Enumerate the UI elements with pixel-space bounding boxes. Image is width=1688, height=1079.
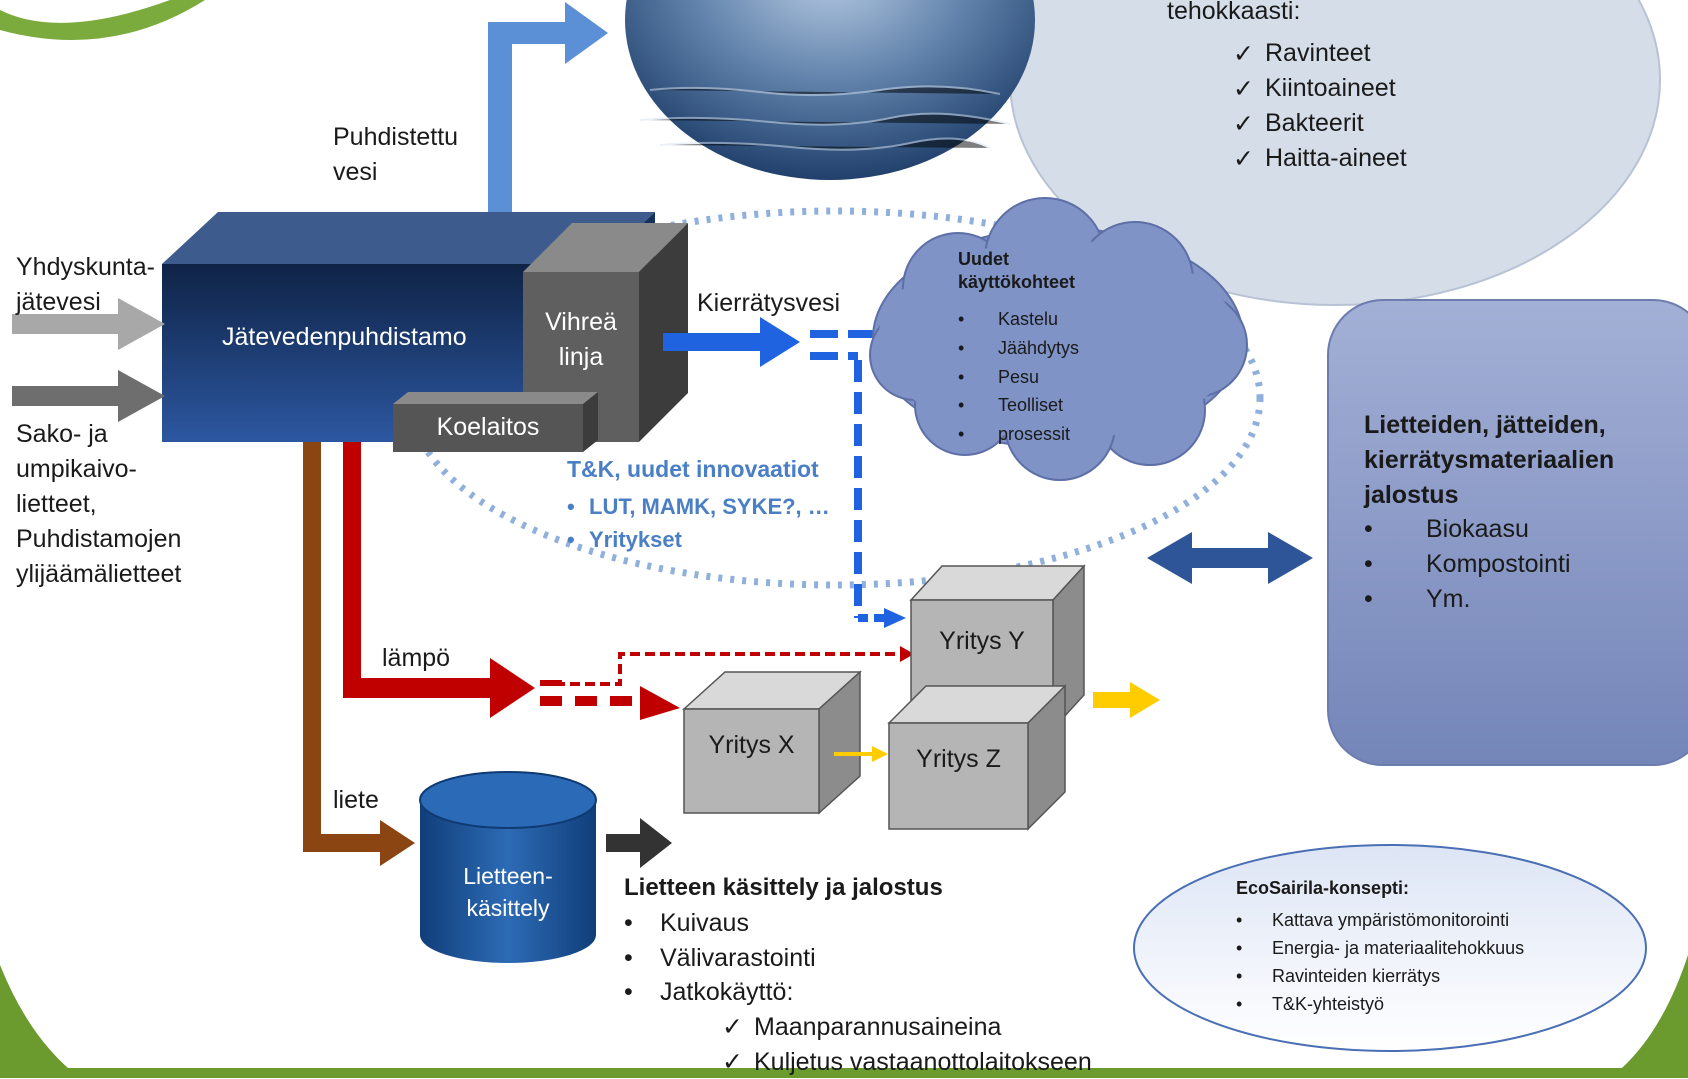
company-z-label: Yritys Z bbox=[889, 742, 1028, 777]
septic-sludge-label: Sako- ja umpikaivo- lietteet, Puhdistamo… bbox=[16, 417, 181, 592]
rnd-item: •LUT, MAMK, SYKE?, … bbox=[567, 490, 830, 523]
heat-arrow bbox=[343, 442, 535, 718]
refining-list: •Biokaasu •Kompostointi •Ym. bbox=[1364, 512, 1571, 617]
new-uses-item: Kastelu bbox=[958, 305, 1079, 334]
new-uses-list: Kastelu Jäähdytys Pesu Teolliset prosess… bbox=[958, 305, 1079, 449]
sludge-tank-label: Lietteen- käsittely bbox=[420, 860, 596, 924]
sludge-tank-top bbox=[420, 772, 596, 828]
green-frame-bottom-left bbox=[0, 965, 80, 1078]
top-info-item: Ravinteet bbox=[1233, 36, 1407, 71]
ecosairila-item: •Kattava ympäristömonitorointi bbox=[1236, 907, 1524, 935]
top-info-heading: tehokkaasti: bbox=[1167, 0, 1300, 29]
new-uses-item: Pesu bbox=[958, 363, 1079, 392]
municipal-wastewater-label: Yhdyskunta- jätevesi bbox=[16, 250, 155, 320]
ecosairila-item: •T&K-yhteistyö bbox=[1236, 991, 1524, 1019]
septic-arrow bbox=[12, 370, 165, 422]
rnd-item: •Yritykset bbox=[567, 523, 830, 556]
new-uses-title: Uudet käyttökohteet bbox=[958, 248, 1075, 295]
double-arrow bbox=[1147, 532, 1313, 584]
new-uses-item-cont: prosessit bbox=[958, 420, 1079, 449]
new-uses-item: Teolliset bbox=[958, 391, 1079, 420]
sludge-processing-subitem: Kuljetus vastaanottolaitokseen bbox=[722, 1045, 1092, 1079]
sludge-processing-title: Lietteen käsittely ja jalostus bbox=[624, 874, 943, 902]
top-info-list: Ravinteet Kiintoaineet Bakteerit Haitta-… bbox=[1233, 36, 1407, 176]
recycled-water-dashed-head bbox=[884, 608, 906, 628]
purified-water-arrow bbox=[488, 2, 608, 238]
company-y-label: Yritys Y bbox=[911, 624, 1053, 659]
ecosairila-item: •Energia- ja materiaalitehokkuus bbox=[1236, 935, 1524, 963]
sludge-processing-subitem: Maanparannusaineina bbox=[722, 1010, 1092, 1045]
sludge-processing-item: •Jatkokäyttö: bbox=[624, 975, 816, 1010]
sludge-processing-item: •Välivarastointi bbox=[624, 941, 816, 976]
refining-item: •Ym. bbox=[1364, 582, 1571, 617]
company-x-label: Yritys X bbox=[684, 728, 819, 763]
heat-label: lämpö bbox=[382, 641, 450, 676]
pilot-plant-label: Koelaitos bbox=[393, 410, 583, 445]
refining-item: •Biokaasu bbox=[1364, 512, 1571, 547]
sludge-processing-sublist: Maanparannusaineina Kuljetus vastaanotto… bbox=[722, 1010, 1092, 1079]
sludge-processing-item: •Kuivaus bbox=[624, 906, 816, 941]
sludge-label: liete bbox=[333, 783, 379, 818]
green-frame-top-left bbox=[0, 0, 205, 40]
sludge-processing-list: •Kuivaus •Välivarastointi •Jatkokäyttö: bbox=[624, 906, 816, 1010]
ecosairila-list: •Kattava ympäristömonitorointi •Energia-… bbox=[1236, 907, 1524, 1019]
recycled-water-label: Kierrätysvesi bbox=[697, 286, 840, 321]
ecosairila-title: EcoSairila-konsepti: bbox=[1236, 878, 1409, 899]
refining-item: •Kompostointi bbox=[1364, 547, 1571, 582]
rnd-title: T&K, uudet innovaatiot bbox=[567, 456, 819, 483]
top-info-item: Bakteerit bbox=[1233, 106, 1407, 141]
purified-water-label: Puhdistettu vesi bbox=[333, 120, 458, 190]
top-info-item: Haitta-aineet bbox=[1233, 141, 1407, 176]
rnd-list: •LUT, MAMK, SYKE?, … •Yritykset bbox=[567, 490, 830, 556]
yellow-arrow-large bbox=[1093, 682, 1160, 718]
top-info-item: Kiintoaineet bbox=[1233, 71, 1407, 106]
tank-out-arrow bbox=[606, 818, 672, 868]
plant-label: Jätevedenpuhdistamo bbox=[222, 320, 467, 355]
pilot-box-top bbox=[393, 392, 598, 404]
ecosairila-item: •Ravinteiden kierrätys bbox=[1236, 963, 1524, 991]
refining-title: Lietteiden, jätteiden, kierrätysmateriaa… bbox=[1364, 408, 1614, 513]
new-uses-item: Jäähdytys bbox=[958, 334, 1079, 363]
green-line-label: Vihreä linja bbox=[523, 305, 639, 375]
yellow-arrow-small bbox=[872, 746, 888, 762]
